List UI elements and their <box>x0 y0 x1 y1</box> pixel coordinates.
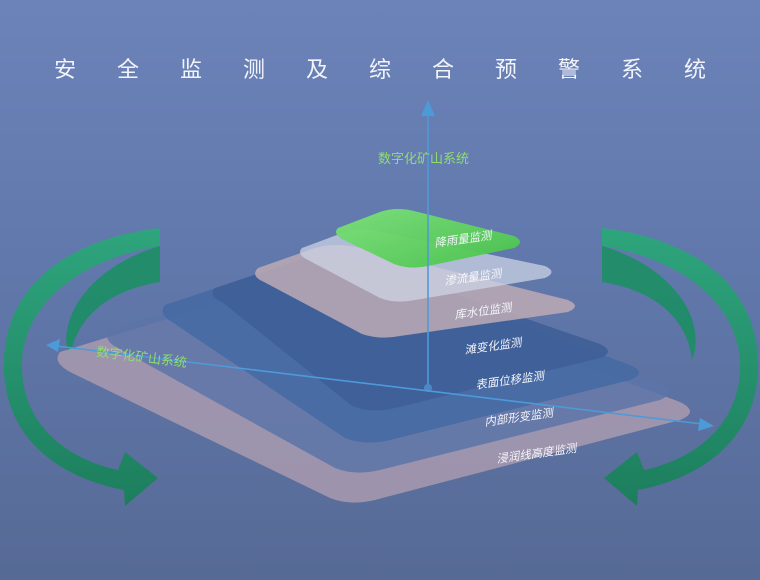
right-cycle-arrow-icon <box>602 228 759 506</box>
vertical-axis-arrow-icon <box>421 100 435 116</box>
vertical-axis-label: 数字化矿山系统 <box>378 152 469 167</box>
pyramid-layers <box>57 209 691 503</box>
page-title: 安 全 监 测 及 综 合 预 警 系 统 <box>54 58 723 83</box>
left-cycle-arrow-icon <box>3 228 160 506</box>
horizontal-axis-line <box>55 345 703 425</box>
horizontal-axis-left-arrow-icon <box>46 339 60 352</box>
horizontal-axis-right-arrow-icon <box>698 418 714 431</box>
axes <box>46 100 714 431</box>
